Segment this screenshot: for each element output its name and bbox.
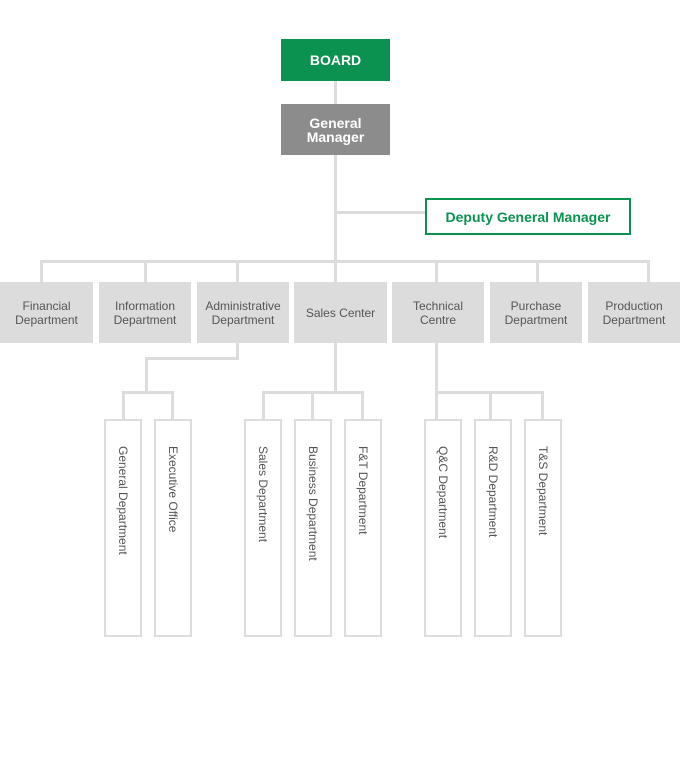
sub-label: Business Department (306, 446, 320, 561)
dept-purchase: Purchase Department (490, 282, 582, 343)
dept-label: Administrative Department (205, 298, 281, 327)
connector-sub-drop (541, 391, 544, 419)
sub-general-department: General Department (104, 419, 142, 637)
sub-executive-office: Executive Office (154, 419, 192, 637)
sub-label: T&S Department (536, 446, 550, 536)
connector-dept-drop (647, 260, 650, 282)
general-manager-label: General Manager (306, 114, 365, 145)
sub-sales-department: Sales Department (244, 419, 282, 637)
sub-label: R&D Department (486, 446, 500, 538)
connector-sub-drop (262, 391, 265, 419)
connector-admin-h1 (145, 357, 239, 360)
board-label: BOARD (309, 52, 362, 68)
sub-label: Q&C Department (436, 446, 450, 539)
connector-admin-v (145, 357, 148, 393)
dept-technical-centre: Technical Centre (392, 282, 484, 343)
connector-sub-drop (361, 391, 364, 419)
deputy-general-manager-node: Deputy General Manager (425, 198, 631, 235)
sub-ft-department: F&T Department (344, 419, 382, 637)
dept-label: Technical Centre (412, 298, 464, 327)
connector-dept-drop (435, 260, 438, 282)
connector-sub-drop (311, 391, 314, 419)
dept-label: Financial Department (15, 298, 78, 327)
dept-sales-center: Sales Center (294, 282, 387, 343)
connector-board-gm (334, 81, 337, 104)
dept-administrative: Administrative Department (197, 282, 289, 343)
dept-label: Sales Center (305, 305, 376, 320)
connector-sub-drop (171, 391, 174, 419)
board-node: BOARD (281, 39, 390, 81)
connector-sales-down (334, 343, 337, 393)
connector-sub-drop (122, 391, 125, 419)
connector-admin-down (236, 343, 239, 360)
sub-rd-department: R&D Department (474, 419, 512, 637)
general-manager-node: General Manager (281, 104, 390, 155)
dept-label: Production Department (602, 298, 666, 327)
dept-information: Information Department (99, 282, 191, 343)
connector-dept-drop (144, 260, 147, 282)
sub-label: Sales Department (256, 446, 270, 543)
connector-sub-drop (435, 391, 438, 419)
connector-sub-drop (489, 391, 492, 419)
connector-dept-drop (236, 260, 239, 282)
sub-label: General Department (116, 446, 130, 555)
connector-dept-drop (40, 260, 43, 282)
sub-qc-department: Q&C Department (424, 419, 462, 637)
connector-tech-down (435, 343, 438, 393)
sub-business-department: Business Department (294, 419, 332, 637)
connector-dept-bus (40, 260, 650, 263)
connector-dept-drop (536, 260, 539, 282)
connector-admin-h2 (122, 391, 174, 394)
connector-dept-drop (334, 260, 337, 282)
dept-label: Purchase Department (504, 298, 568, 327)
sub-ts-department: T&S Department (524, 419, 562, 637)
sub-label: Executive Office (166, 446, 180, 533)
dept-production: Production Department (588, 282, 680, 343)
deputy-general-manager-label: Deputy General Manager (445, 208, 611, 225)
dept-label: Information Department (113, 298, 177, 327)
sub-label: F&T Department (356, 446, 370, 535)
connector-gm-trunk (334, 155, 337, 261)
connector-deputy (334, 211, 425, 214)
dept-financial: Financial Department (0, 282, 93, 343)
